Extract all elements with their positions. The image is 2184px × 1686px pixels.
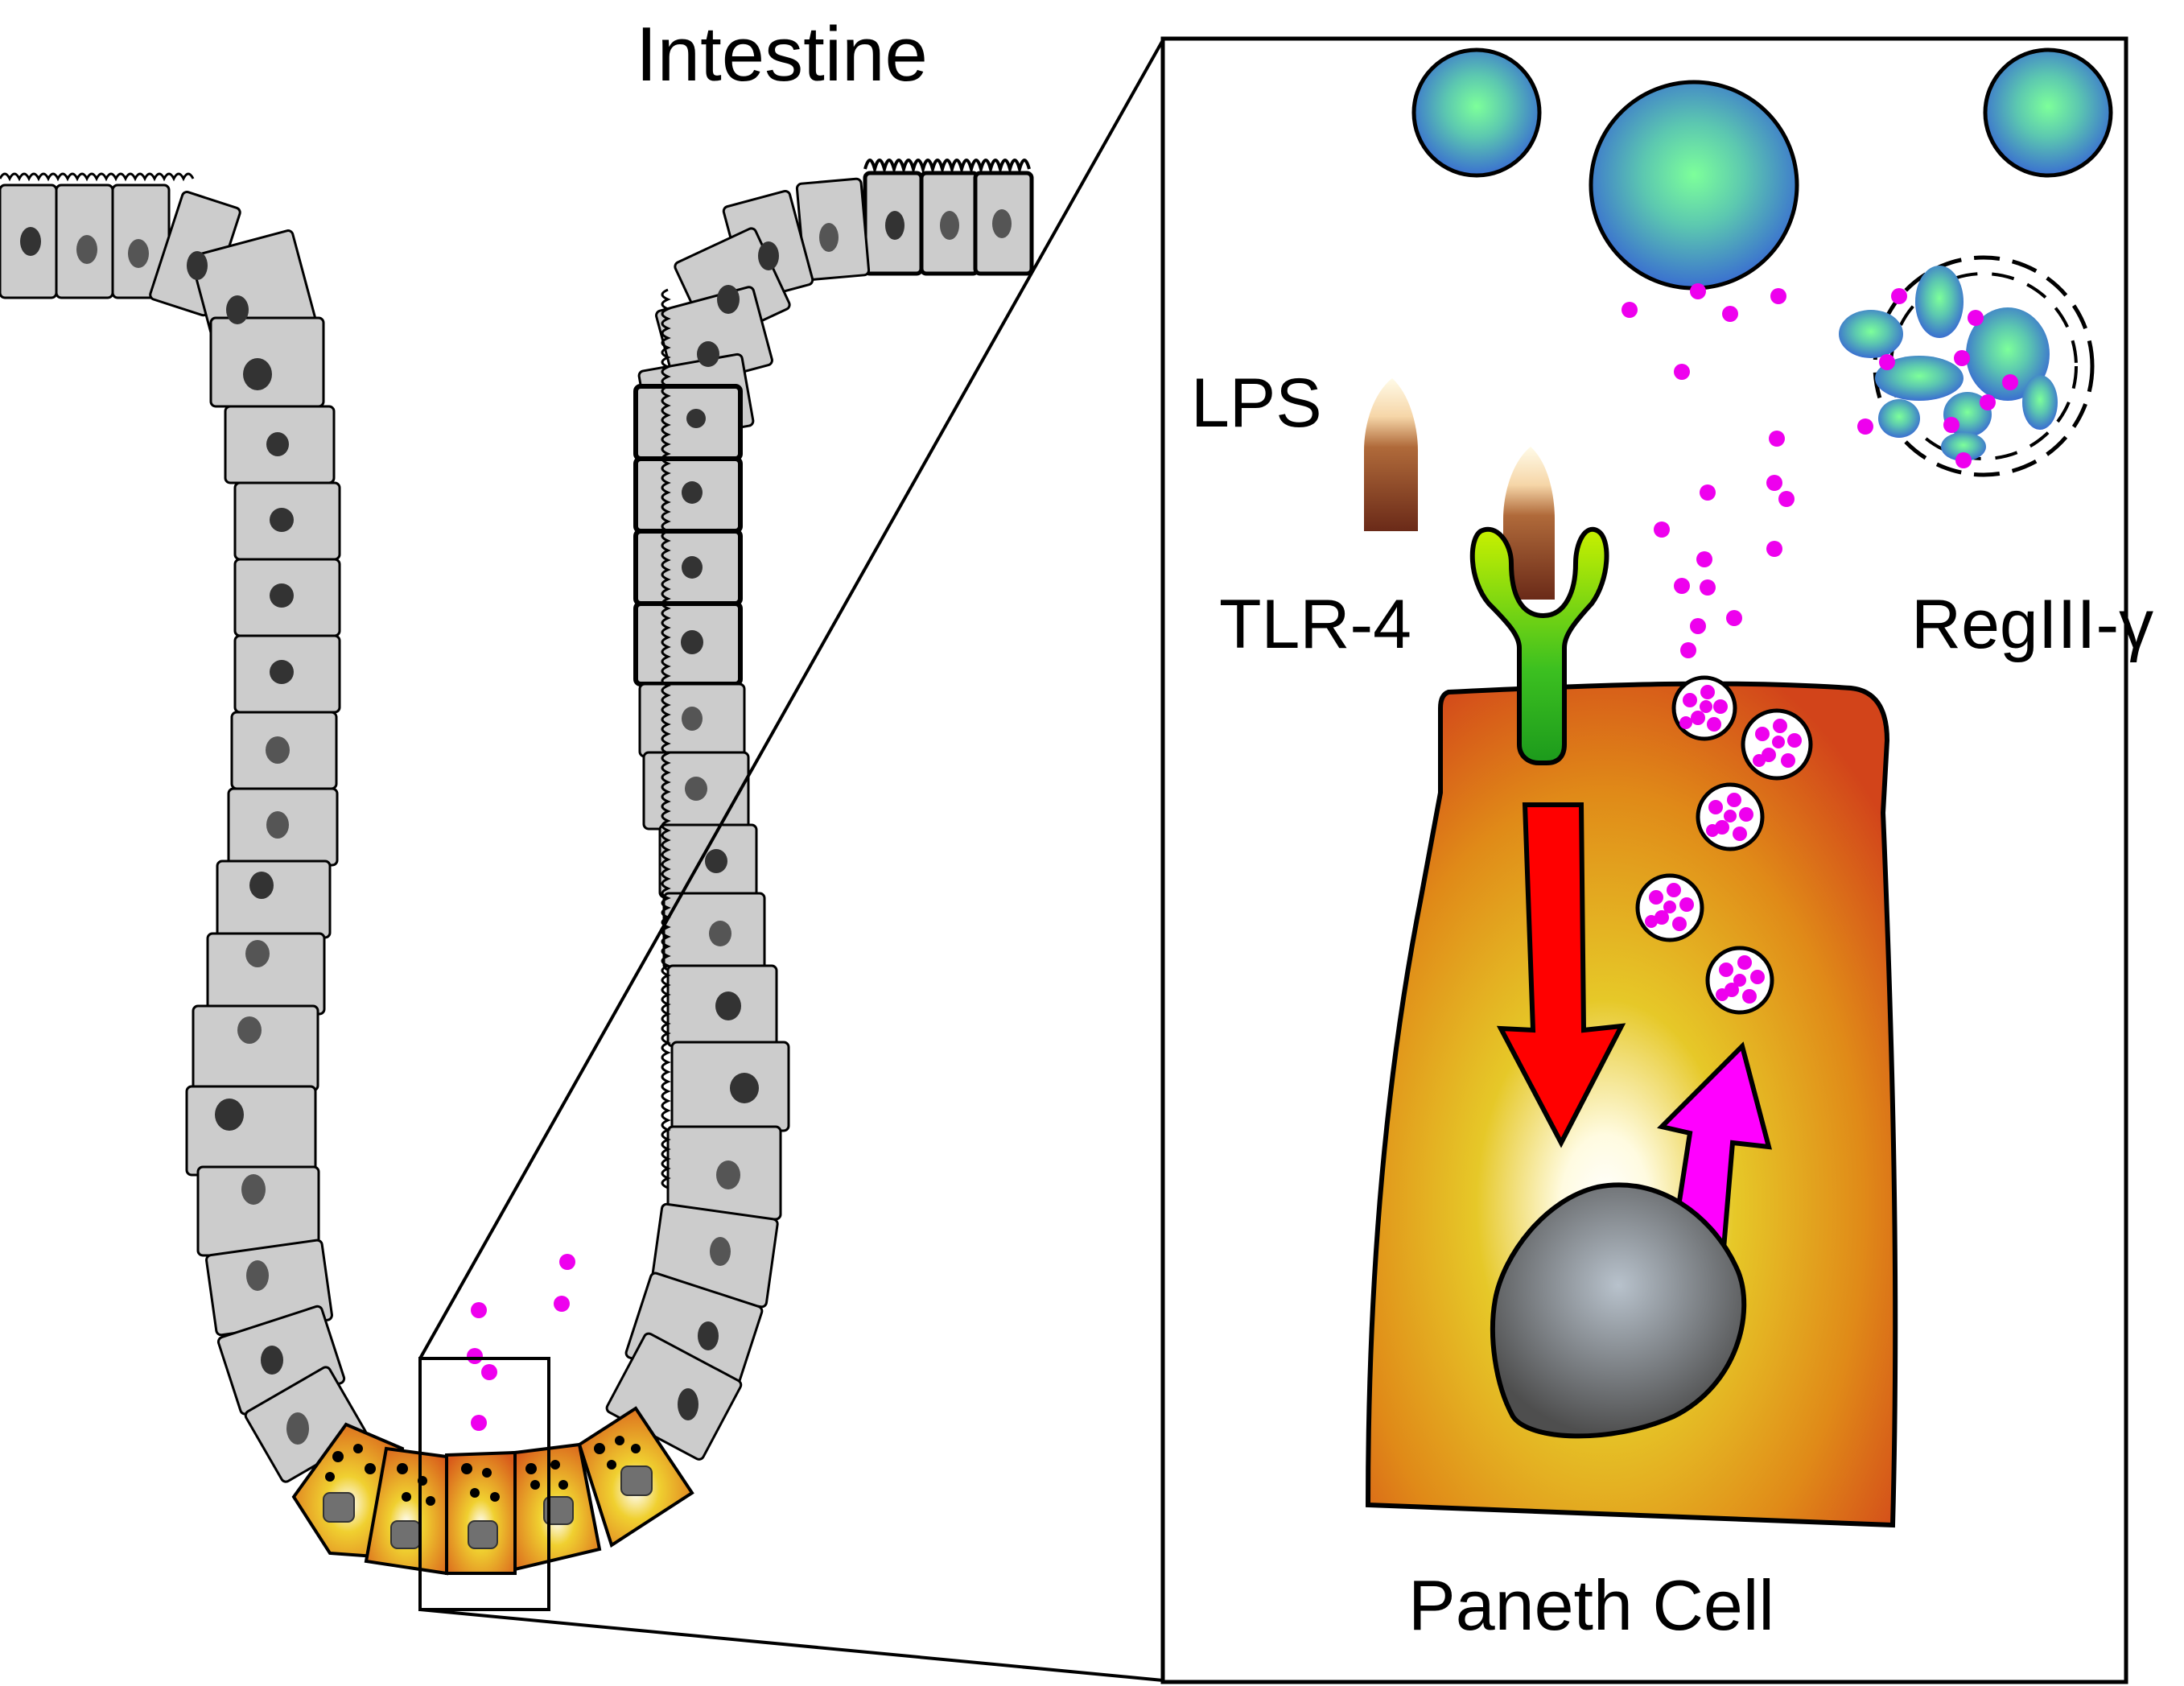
- left-wall-cells: [0, 183, 368, 1483]
- bacterium: [1589, 80, 1799, 291]
- zoom-line-bottom: [419, 1608, 1164, 1682]
- nucleus: [705, 849, 727, 873]
- nucleus: [715, 991, 741, 1020]
- nucleus: [698, 1321, 719, 1350]
- nucleus: [730, 1073, 759, 1103]
- nucleus: [717, 285, 740, 314]
- secretory-granule: [1741, 708, 1813, 781]
- nucleus: [270, 508, 294, 532]
- secretory-granule: [1671, 675, 1737, 741]
- nucleus: [709, 921, 731, 946]
- lps-molecule-bound: [1503, 447, 1555, 600]
- epithelial-cell: [216, 859, 332, 939]
- nucleus: [940, 211, 959, 240]
- nucleus: [266, 811, 289, 839]
- nucleus: [215, 1099, 244, 1131]
- nucleus: [678, 1388, 698, 1420]
- tlr4-receptor: [1469, 526, 1609, 765]
- lysed-bacteria: [1839, 255, 2095, 477]
- tlr4-label: TLR-4: [1219, 586, 1411, 663]
- left-wall-nuclei: [20, 227, 309, 1445]
- paneth-nucleus: [323, 1492, 355, 1523]
- lps-molecule: [1364, 378, 1418, 531]
- nucleus: [686, 409, 706, 428]
- nucleus: [249, 872, 274, 899]
- nucleus: [270, 583, 294, 608]
- nucleus: [128, 239, 149, 268]
- lumen-secreted-dots: [467, 1254, 575, 1431]
- nucleus: [682, 707, 703, 731]
- nucleus: [697, 341, 719, 367]
- brush-border-right-wall: [661, 288, 671, 1189]
- paneth-nucleus: [468, 1520, 498, 1549]
- paneth-nucleus: [390, 1520, 421, 1549]
- nucleus: [187, 251, 208, 280]
- nucleus: [992, 209, 1012, 238]
- secretory-granules: [1635, 675, 1813, 1015]
- crypt-paneth-granules: [325, 1436, 641, 1506]
- regiii-gamma-dots: [1622, 283, 2018, 658]
- secretory-granule: [1696, 782, 1765, 851]
- paneth-cell-small: [445, 1450, 517, 1575]
- brush-border-left: [0, 172, 195, 182]
- nucleus: [710, 1237, 731, 1266]
- nucleus: [266, 432, 289, 456]
- nucleus: [20, 227, 41, 256]
- brush-border-right-top: [863, 159, 1031, 175]
- nucleus: [246, 1260, 269, 1291]
- nucleus: [270, 660, 294, 684]
- nucleus: [885, 211, 905, 240]
- nucleus: [681, 630, 703, 654]
- secretory-granule: [1635, 873, 1704, 942]
- bacterium: [1411, 47, 1542, 178]
- zoom-line-top: [418, 39, 1164, 1359]
- nucleus: [682, 481, 703, 504]
- paneth-cell-label: Paneth Cell: [1408, 1565, 1774, 1645]
- nucleus: [286, 1412, 309, 1445]
- lps-label: LPS: [1191, 365, 1322, 442]
- right-wall-nuclei: [678, 209, 1012, 1420]
- secretory-granule: [1705, 946, 1774, 1015]
- nucleus: [685, 777, 707, 801]
- nucleus: [261, 1346, 283, 1375]
- bacterium: [1983, 47, 2113, 178]
- epithelial-cell: [209, 316, 325, 408]
- signal-arrow-down: [1496, 802, 1626, 1148]
- paneth-nucleus: [543, 1496, 574, 1525]
- nucleus: [241, 1174, 266, 1205]
- paneth-nucleus: [620, 1465, 653, 1496]
- zoom-box: [418, 1357, 550, 1611]
- nucleus: [237, 1016, 262, 1044]
- nucleus: [758, 241, 779, 270]
- nucleus: [226, 295, 249, 324]
- epithelial-cell: [185, 1085, 317, 1177]
- intestine-label: Intestine: [636, 11, 928, 97]
- nucleus: [243, 358, 272, 390]
- nucleus: [266, 736, 290, 764]
- nucleus: [245, 940, 270, 967]
- paneth-nucleus-large: [1490, 1182, 1747, 1439]
- nucleus: [682, 556, 703, 579]
- crypt-paneth-nuclei: [323, 1465, 653, 1549]
- nucleus: [716, 1160, 740, 1189]
- regiii-gamma-label: RegIII-γ: [1911, 586, 2153, 663]
- nucleus: [76, 235, 97, 264]
- nucleus: [819, 223, 839, 252]
